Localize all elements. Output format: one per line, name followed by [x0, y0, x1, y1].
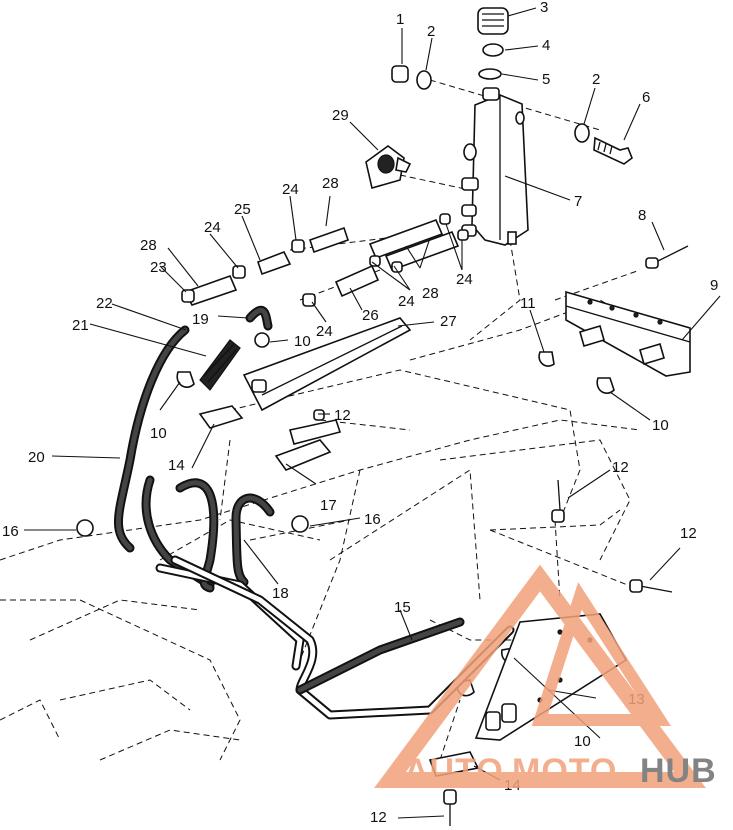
callout-10: 10: [652, 417, 669, 434]
callout-16: 16: [364, 511, 381, 528]
callout-labels: 1 2 3 4 5 2 6 7 8 9 11 10 10 10 10 12 12…: [2, 0, 718, 826]
callout-22: 22: [96, 295, 113, 312]
callout-25: 25: [234, 201, 251, 218]
leader-lines: [24, 7, 721, 819]
callout-28: 28: [140, 237, 157, 254]
hoses: [114, 306, 515, 720]
callout-24: 24: [316, 323, 333, 340]
callout-6: 6: [642, 89, 650, 106]
callout-14: 14: [168, 457, 185, 474]
callout-24: 24: [282, 181, 299, 198]
watermark-triangle-outer: [374, 564, 706, 788]
callout-16: 16: [2, 523, 19, 540]
callout-2: 2: [427, 23, 435, 40]
callout-29: 29: [332, 107, 349, 124]
callout-4: 4: [542, 37, 550, 54]
small-brackets: [198, 405, 480, 777]
callout-12: 12: [370, 809, 387, 826]
callout-10: 10: [574, 733, 591, 750]
watermark-triangle-inner: [531, 582, 672, 726]
callout-3: 3: [540, 0, 548, 16]
callout-27: 27: [440, 313, 457, 330]
callout-15: 15: [394, 599, 411, 616]
callout-20: 20: [28, 449, 45, 466]
callout-11: 11: [520, 295, 536, 312]
watermark-text-hub: HUB: [640, 752, 717, 790]
watermark: AUTO MOTO HUB: [374, 564, 717, 790]
callout-24: 24: [204, 219, 221, 236]
mounting-bolt-hardware: [391, 65, 633, 165]
watermark-text-moto: MOTO: [512, 752, 617, 790]
callout-23: 23: [150, 259, 167, 276]
callout-24: 24: [398, 293, 415, 310]
callout-8: 8: [638, 207, 646, 224]
mounting-bracket: [565, 290, 691, 377]
tank-cap-assembly: [477, 7, 509, 80]
callout-2: 2: [592, 71, 600, 88]
callout-12: 12: [334, 407, 351, 424]
heat-shield-plate: [242, 317, 412, 412]
hose-fittings: [181, 213, 469, 307]
callout-10: 10: [294, 333, 311, 350]
callout-9: 9: [710, 277, 718, 294]
callout-24: 24: [456, 271, 473, 288]
callout-18: 18: [272, 585, 289, 602]
callout-10: 10: [150, 425, 167, 442]
callout-28: 28: [422, 285, 439, 302]
grommet-mount: [365, 145, 412, 190]
callout-5: 5: [542, 71, 550, 88]
bolts: [313, 245, 689, 826]
oil-tank: [461, 87, 529, 246]
callout-19: 19: [192, 311, 209, 328]
callout-7: 7: [574, 193, 582, 210]
callout-12: 12: [680, 525, 697, 542]
callout-1: 1: [396, 11, 404, 28]
callout-28: 28: [322, 175, 339, 192]
callout-17: 17: [320, 497, 337, 514]
spring: [199, 339, 241, 391]
callout-21: 21: [72, 317, 89, 334]
callout-12: 12: [612, 459, 629, 476]
callout-26: 26: [362, 307, 379, 324]
watermark-text-auto: AUTO: [404, 752, 504, 790]
